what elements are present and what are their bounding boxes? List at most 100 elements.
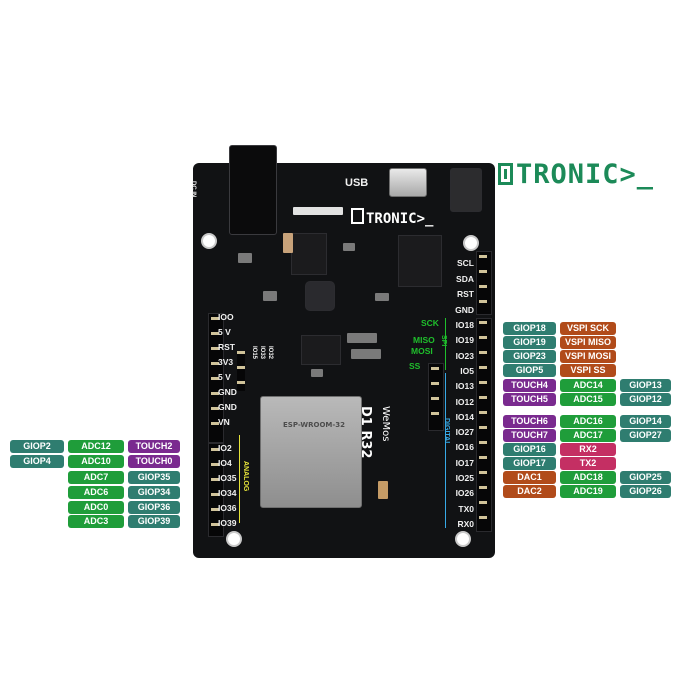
uart-badge: RX2 — [560, 443, 616, 456]
gpio-badge: GIOP27 — [620, 429, 671, 442]
gpio-badge: GIOP36 — [128, 501, 180, 514]
spi-badge: VSPI MISO — [560, 336, 616, 349]
pin-label: IO2 — [218, 443, 232, 453]
gpio-badge: GIOP23 — [503, 350, 556, 363]
power-chip — [301, 335, 341, 365]
pin-label: IO17 — [455, 457, 474, 468]
pin-label: IO35 — [218, 473, 237, 483]
esp32-board: DC IN USB TRONIC>_ SCK MISO MOSI SS SPI — [190, 145, 495, 558]
touch-badge: TOUCH7 — [503, 429, 556, 442]
touch-badge: TOUCH5 — [503, 393, 556, 406]
gpio-badge: GIOP26 — [620, 485, 671, 498]
board-silkscreen-logo: TRONIC>_ — [351, 208, 433, 227]
left-header-top-pins — [211, 317, 219, 437]
gpio-badge: GIOP2 — [10, 440, 64, 453]
pin-label: IO14 — [455, 411, 474, 422]
touch-badge: TOUCH0 — [128, 455, 180, 468]
digital-label: DIGITAL — [443, 418, 450, 446]
pin-label: IO4 — [218, 458, 232, 468]
pin-label: VN — [218, 417, 230, 427]
adc-badge: ADC10 — [68, 455, 124, 468]
pin-label: GND — [218, 387, 237, 397]
adc-badge: ADC3 — [68, 515, 124, 528]
right-header-bottom-pins — [479, 321, 487, 529]
aux-pins — [237, 351, 245, 391]
spi-badge: VSPI SCK — [560, 322, 616, 335]
dac-badge: DAC1 — [503, 471, 556, 484]
usb-serial-chip — [398, 235, 442, 287]
maker-label: WeMos — [380, 406, 391, 442]
gpio-badge: GIOP5 — [503, 364, 556, 377]
adc-badge: ADC12 — [68, 440, 124, 453]
touch-badge: TOUCH2 — [128, 440, 180, 453]
pin-label: IO13 — [455, 381, 474, 392]
digital-line — [445, 373, 446, 528]
touch-badge: TOUCH4 — [503, 379, 556, 392]
board-logo-mark-icon — [351, 208, 364, 224]
inductor — [305, 281, 335, 311]
gpio-badge: GIOP17 — [503, 457, 556, 470]
gpio-badge: GIOP16 — [503, 443, 556, 456]
pin-label: 3V3 — [218, 357, 234, 367]
gpio-badge: GIOP4 — [10, 455, 64, 468]
pin-label: SDA — [456, 273, 474, 284]
smd-component — [238, 253, 252, 263]
smd-component — [351, 349, 381, 359]
brand-logo-text: TRONIC>_ — [516, 159, 655, 190]
gpio-badge: GIOP13 — [620, 379, 671, 392]
spi-sck-label: SCK — [421, 318, 439, 328]
uart-badge: TX2 — [560, 457, 616, 470]
gpio-badge: GIOP39 — [128, 515, 180, 528]
gpio-badge: GIOP19 — [503, 336, 556, 349]
esp32-module — [260, 396, 362, 508]
dac-badge: DAC2 — [503, 485, 556, 498]
io15-label: IO15 — [251, 346, 257, 360]
spi-mosi-label: MOSI — [411, 346, 433, 356]
smd-component — [263, 291, 277, 301]
mount-hole — [201, 233, 217, 249]
usb-label: USB — [345, 177, 369, 189]
spi-badge: VSPI SS — [560, 364, 616, 377]
gpio-badge: GIOP18 — [503, 322, 556, 335]
pin-label: IO18 — [455, 320, 474, 330]
smd-component — [375, 293, 389, 301]
spi-miso-label: MISO — [413, 335, 435, 345]
pin-label: 5 V — [218, 327, 231, 337]
brand-mark-icon — [498, 163, 513, 185]
adc-badge: ADC16 — [560, 415, 616, 428]
dc-jack — [229, 145, 277, 235]
pin-label: RST — [457, 289, 474, 299]
mount-hole — [463, 235, 479, 251]
model-label: D1 R32 — [358, 406, 373, 459]
usb-port — [389, 168, 427, 197]
mount-hole — [455, 531, 471, 547]
gpio-badge: GIOP34 — [128, 486, 180, 499]
smd-component — [283, 233, 293, 253]
gpio-badge: GIOP25 — [620, 471, 671, 484]
pin-label: IO26 — [455, 488, 474, 499]
adc-badge: ADC17 — [560, 429, 616, 442]
gpio-badge: GIOP12 — [620, 393, 671, 406]
mount-hole — [226, 531, 242, 547]
pin-label: IOO — [218, 312, 234, 322]
adc-badge: ADC15 — [560, 393, 616, 406]
touch-badge: TOUCH6 — [503, 415, 556, 428]
smd-component — [293, 207, 343, 215]
right-header-top-pins — [479, 255, 487, 311]
analog-label: ANALOG — [242, 461, 249, 492]
pin-label: TX0 — [458, 503, 474, 514]
pin-label: RST — [218, 342, 235, 352]
brand-logo: TRONIC>_ — [498, 160, 654, 190]
adc-badge: ADC19 — [560, 485, 616, 498]
pin-label: IO16 — [455, 442, 474, 453]
adc-badge: ADC14 — [560, 379, 616, 392]
pin-label: IO39 — [218, 518, 237, 528]
io33-label: IO33 — [259, 346, 265, 360]
gpio-badge: GIOP14 — [620, 415, 671, 428]
spi-badge: VSPI MOSI — [560, 350, 616, 363]
regulator-chip — [291, 233, 327, 275]
pin-label: GND — [218, 402, 237, 412]
pin-label: GND — [455, 304, 474, 315]
adc-badge: ADC0 — [68, 501, 124, 514]
analog-line — [239, 435, 240, 523]
